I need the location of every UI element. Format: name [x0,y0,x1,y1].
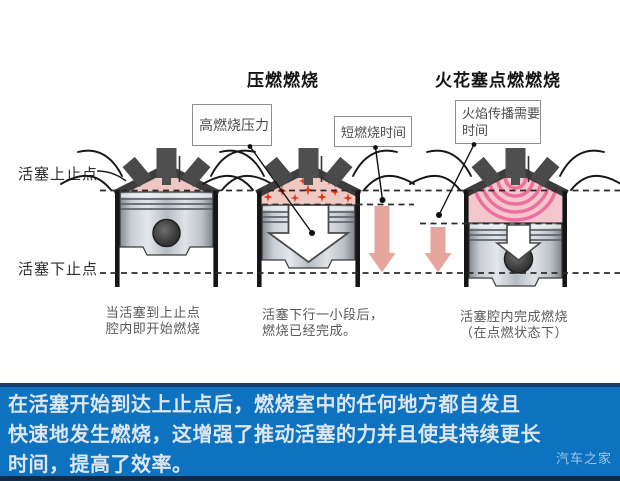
cylinder-wall-right [213,190,218,287]
piston-rings [120,198,213,210]
explanation-banner: 在活塞开始到达上止点后，燃烧室中的任何地方都自发且 快速地发生燃烧，这增强了推动… [0,383,620,481]
label-bottom-dead-center: 活塞下止点 [18,261,99,278]
callout-high-combustion-pressure: 高燃烧压力 [192,104,272,146]
cylinder-wall-left [115,190,120,287]
banner-text-line2: 快速地发生燃烧，这增强了推动活塞的力并且使其持续更长 [8,424,541,446]
label-top-dead-center: 活塞上止点 [18,166,99,183]
cylinder-wall-left [257,190,262,287]
spark-plug-icon [156,148,181,185]
engine-diagram-compression-combustion [202,148,415,287]
caption-right-line1: 活塞腔内完成燃烧 [459,309,568,324]
callout-high-pressure-label: 高燃烧压力 [199,117,269,133]
heading-spark-ignition: 火花塞点燃燃烧 [435,71,561,90]
engine-diagram-tdc-start [60,148,273,287]
caption-middle-line2: 燃烧已经完成。 [262,322,357,338]
caption-middle-engine: 活塞下行一小段后， 燃烧已经完成。 [262,307,386,338]
caption-middle-line1: 活塞下行一小段后， [262,307,384,322]
piston [119,191,214,256]
engine-diagram-spark-combustion [409,148,620,287]
pressure-force-arrow-icon [494,224,543,262]
banner-text-line1: 在活塞开始到达上止点后，燃烧室中的任何地方都自发且 [8,394,521,416]
cylinder-wall-left [464,190,469,287]
heading-compression-ignition: 压燃燃烧 [247,71,319,90]
wrist-pin-icon [152,218,181,248]
callout-flame-propagation-time: 火焰传播需要 时间 [455,100,541,144]
autohome-watermark: 汽车之家 [555,451,612,466]
valve-blocks-icon [122,156,211,188]
caption-left-line2: 腔内即开始燃烧 [105,320,201,336]
callout-short-combustion-time: 短燃烧时间 [334,116,412,147]
caption-left-line1: 当活塞到上止点 [105,305,201,320]
cylinder-wall-right [562,190,567,287]
callout-flame-time-line1: 火焰传播需要 [462,106,541,121]
cylinder-wall-right [355,190,360,287]
caption-left-engine: 当活塞到上止点 腔内即开始燃烧 [103,305,203,336]
callout-short-duration-label: 短燃烧时间 [341,125,407,140]
banner-text-line3: 时间，提高了效率。 [8,454,193,476]
caption-right-engine: 活塞腔内完成燃烧 （在点燃状态下） [458,309,570,340]
valve-blocks-icon [471,156,560,188]
spark-plug-icon [505,148,530,185]
caption-right-line2: （在点燃状态下） [459,324,568,340]
callout-flame-time-line2: 时间 [462,123,489,138]
